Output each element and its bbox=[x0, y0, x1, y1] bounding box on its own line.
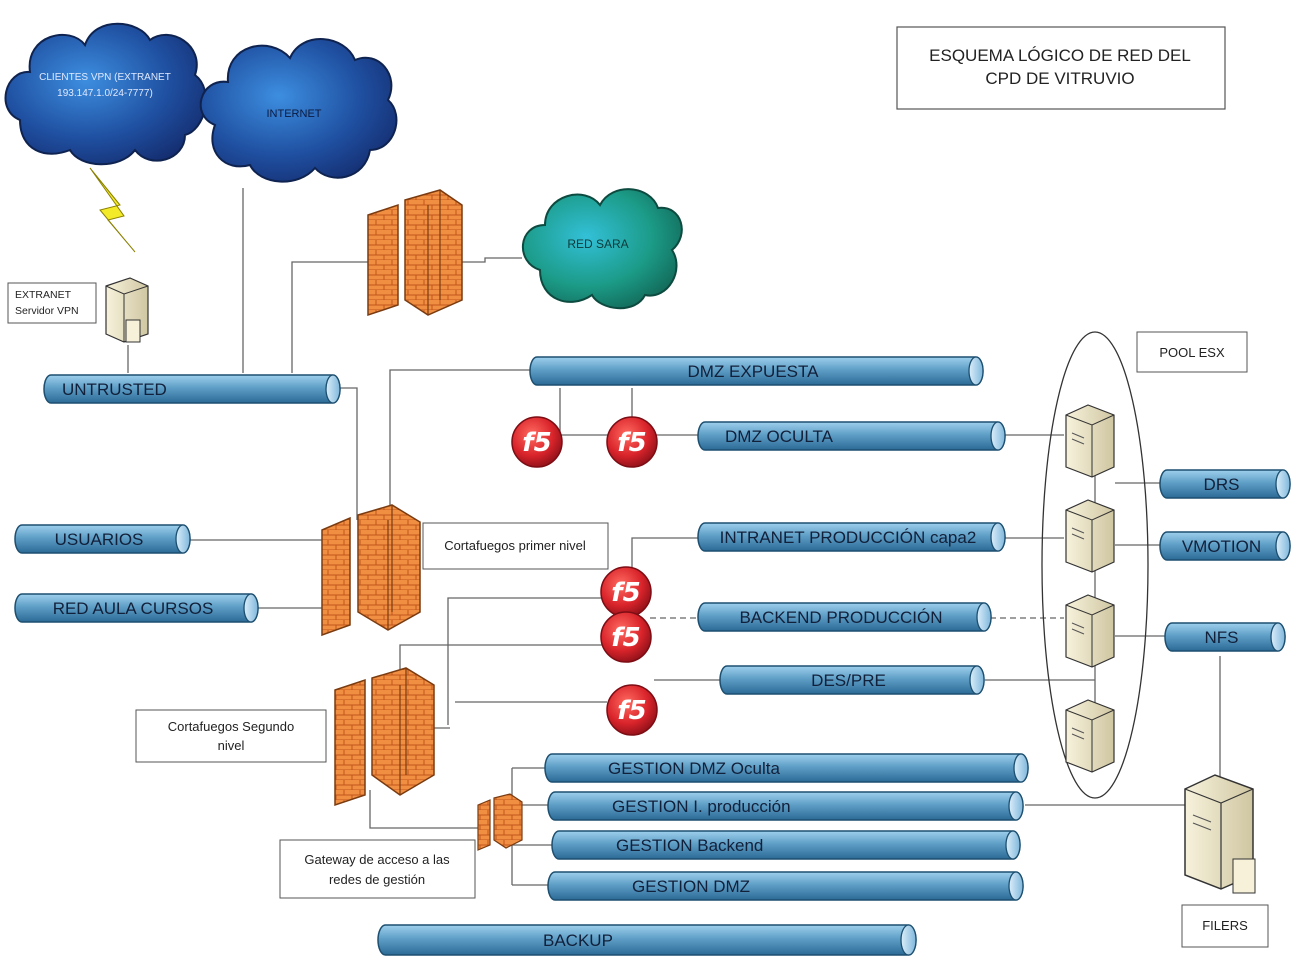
gateway-label-1: Gateway de acceso a las bbox=[304, 852, 450, 867]
bus-backend-label: BACKEND PRODUCCIÓN bbox=[739, 608, 942, 627]
f5-load-balancer-icon: f5 bbox=[606, 416, 658, 468]
firewall-first-level-icon bbox=[321, 504, 421, 637]
connectors bbox=[127, 188, 1221, 886]
bus-g-produccion-label: GESTION I. producción bbox=[612, 797, 791, 816]
f5-glyph: f5 bbox=[617, 428, 646, 458]
gateway-firewall-icon bbox=[477, 793, 523, 851]
bus-usuarios-label: USUARIOS bbox=[55, 530, 144, 549]
bus-g-produccion: GESTION I. producción bbox=[547, 791, 1024, 821]
filers-label-box bbox=[1181, 904, 1269, 948]
f5-load-balancer-icon: f5 bbox=[606, 684, 658, 736]
cloud-vpn-label-1: CLIENTES VPN (EXTRANET bbox=[39, 72, 171, 83]
bus-vmotion: VMOTION bbox=[1159, 531, 1291, 561]
bus-intranet: INTRANET PRODUCCIÓN capa2 bbox=[697, 522, 1006, 552]
gateway-label-2: redes de gestión bbox=[329, 872, 425, 887]
cloud-internet-icon bbox=[199, 38, 398, 183]
fw1-label: Cortafuegos primer nivel bbox=[444, 538, 586, 553]
bus-g-backend: GESTION Backend bbox=[551, 830, 1021, 860]
fw2-label-2: nivel bbox=[218, 738, 245, 753]
title-box bbox=[896, 26, 1226, 110]
f5-glyph: f5 bbox=[617, 696, 646, 726]
firewall-second-level-icon bbox=[334, 667, 435, 807]
bus-drs-label: DRS bbox=[1204, 475, 1240, 494]
bus-dmz-expuesta: DMZ EXPUESTA bbox=[529, 356, 984, 386]
cloud-sara-label: RED SARA bbox=[567, 237, 628, 251]
fw2-label-1: Cortafuegos Segundo bbox=[168, 719, 294, 734]
esx-server-icon bbox=[1065, 594, 1115, 668]
f5-load-balancer-icon: f5 bbox=[511, 416, 563, 468]
esx-server-icon bbox=[1065, 499, 1115, 573]
pool-esx-ellipse bbox=[1041, 331, 1149, 799]
bus-nfs: NFS bbox=[1164, 622, 1286, 652]
bus-untrusted: UNTRUSTED bbox=[43, 374, 341, 404]
cloud-vpn-label-2: 193.147.1.0/24-7777) bbox=[57, 88, 153, 99]
esx-server-icon bbox=[1065, 404, 1115, 478]
bus-g-backend-label: GESTION Backend bbox=[616, 836, 763, 855]
bus-dmz-oculta-label: DMZ OCULTA bbox=[725, 427, 834, 446]
extranet-label-2: Servidor VPN bbox=[15, 305, 79, 317]
bus-dmz-expuesta-label: DMZ EXPUESTA bbox=[688, 362, 820, 381]
cloud-sara-icon bbox=[522, 188, 683, 310]
bus-dmz-oculta: DMZ OCULTA bbox=[697, 421, 1006, 451]
bus-usuarios: USUARIOS bbox=[14, 524, 191, 554]
gateway-label-box bbox=[279, 839, 476, 899]
bus-g-dmz: GESTION DMZ bbox=[547, 871, 1024, 901]
bus-backup-label: BACKUP bbox=[543, 931, 613, 950]
bus-drs: DRS bbox=[1159, 469, 1291, 499]
title-line2: CPD DE VITRUVIO bbox=[985, 69, 1134, 88]
extranet-label-box bbox=[7, 282, 97, 324]
bus-backend: BACKEND PRODUCCIÓN bbox=[697, 602, 992, 632]
bus-g-dmz-label: GESTION DMZ bbox=[632, 877, 750, 896]
cloud-vpn-icon bbox=[4, 22, 207, 166]
f5-load-balancer-icon: f5 bbox=[600, 611, 652, 663]
bus-despre: DES/PRE bbox=[719, 665, 985, 695]
filers-label: FILERS bbox=[1202, 918, 1248, 933]
f5-glyph: f5 bbox=[611, 623, 640, 653]
bus-intranet-label: INTRANET PRODUCCIÓN capa2 bbox=[720, 528, 977, 547]
f5-load-balancer-icon: f5 bbox=[600, 566, 652, 618]
bus-backup: BACKUP bbox=[377, 924, 917, 956]
f5-glyph: f5 bbox=[522, 428, 551, 458]
extranet-label-1: EXTRANET bbox=[15, 289, 72, 301]
bus-despre-label: DES/PRE bbox=[811, 671, 886, 690]
pool-esx-label: POOL ESX bbox=[1159, 345, 1225, 360]
bus-aula: RED AULA CURSOS bbox=[14, 593, 259, 623]
f5-glyph: f5 bbox=[611, 578, 640, 608]
bus-untrusted-label: UNTRUSTED bbox=[62, 380, 167, 399]
bus-g-dmz-oculta: GESTION DMZ Oculta bbox=[544, 753, 1029, 783]
firewall-top-icon bbox=[367, 189, 463, 317]
filers-server-icon bbox=[1184, 774, 1256, 894]
bus-g-dmz-oculta-label: GESTION DMZ Oculta bbox=[608, 759, 780, 778]
bus-aula-label: RED AULA CURSOS bbox=[53, 599, 214, 618]
lightning-icon bbox=[89, 167, 136, 253]
bus-nfs-label: NFS bbox=[1205, 628, 1239, 647]
pool-esx-label-box bbox=[1136, 331, 1248, 373]
esx-server-icon bbox=[1065, 699, 1115, 773]
cloud-internet-label: INTERNET bbox=[267, 108, 322, 120]
fw2-label-box bbox=[135, 709, 327, 763]
bus-vmotion-label: VMOTION bbox=[1182, 537, 1261, 556]
vpn-server-icon bbox=[105, 277, 149, 343]
fw1-label-box bbox=[422, 522, 609, 570]
title-line1: ESQUEMA LÓGICO DE RED DEL bbox=[929, 46, 1191, 65]
